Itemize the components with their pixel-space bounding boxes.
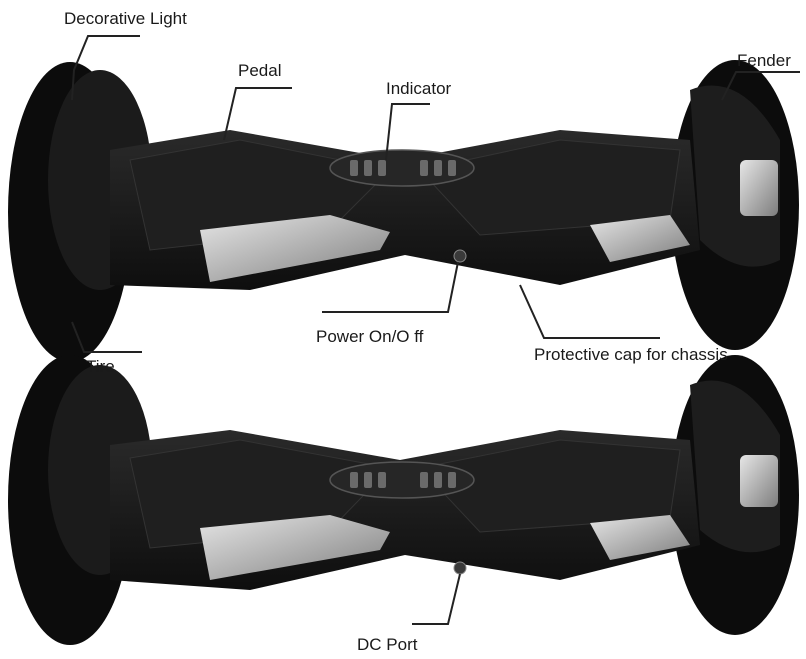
right-fender bbox=[690, 380, 780, 553]
right-chrome-panel bbox=[590, 515, 690, 560]
hoverboard-top bbox=[8, 60, 799, 362]
label-dc-port: DC Port bbox=[357, 635, 418, 654]
label-protective-cap: Protective cap for chassis bbox=[534, 345, 728, 364]
dc-port[interactable] bbox=[453, 561, 467, 575]
label-fender: Fender bbox=[737, 51, 791, 70]
right-pedal bbox=[419, 439, 681, 533]
leader-tire bbox=[71, 321, 142, 353]
leader-power bbox=[322, 261, 459, 313]
right-chrome-panel bbox=[590, 215, 690, 262]
label-tire: Tire bbox=[86, 357, 115, 376]
power-button[interactable] bbox=[453, 249, 467, 263]
label-indicator: Indicator bbox=[386, 79, 452, 98]
label-pedal: Pedal bbox=[238, 61, 282, 80]
indicator-bars bbox=[350, 160, 456, 176]
leader-protective-cap bbox=[519, 284, 660, 339]
hoverboard-bottom bbox=[8, 355, 799, 645]
leader-decorative-light bbox=[71, 35, 140, 101]
decorative-light-right bbox=[740, 160, 778, 216]
right-fender bbox=[690, 85, 780, 267]
decorative-light-right bbox=[740, 455, 778, 507]
label-decorative-light: Decorative Light bbox=[64, 9, 187, 28]
leader-indicator bbox=[385, 103, 430, 161]
left-chrome-panel bbox=[200, 215, 390, 282]
right-pedal bbox=[419, 139, 681, 236]
indicator-lights bbox=[329, 461, 475, 499]
indicator-lights bbox=[329, 149, 475, 187]
leader-dc-port bbox=[412, 573, 461, 625]
label-power: Power On/O ff bbox=[316, 327, 424, 346]
left-chrome-panel bbox=[200, 515, 390, 580]
indicator-bars bbox=[350, 472, 456, 488]
leader-pedal bbox=[223, 87, 292, 141]
leader-fender bbox=[721, 71, 800, 101]
